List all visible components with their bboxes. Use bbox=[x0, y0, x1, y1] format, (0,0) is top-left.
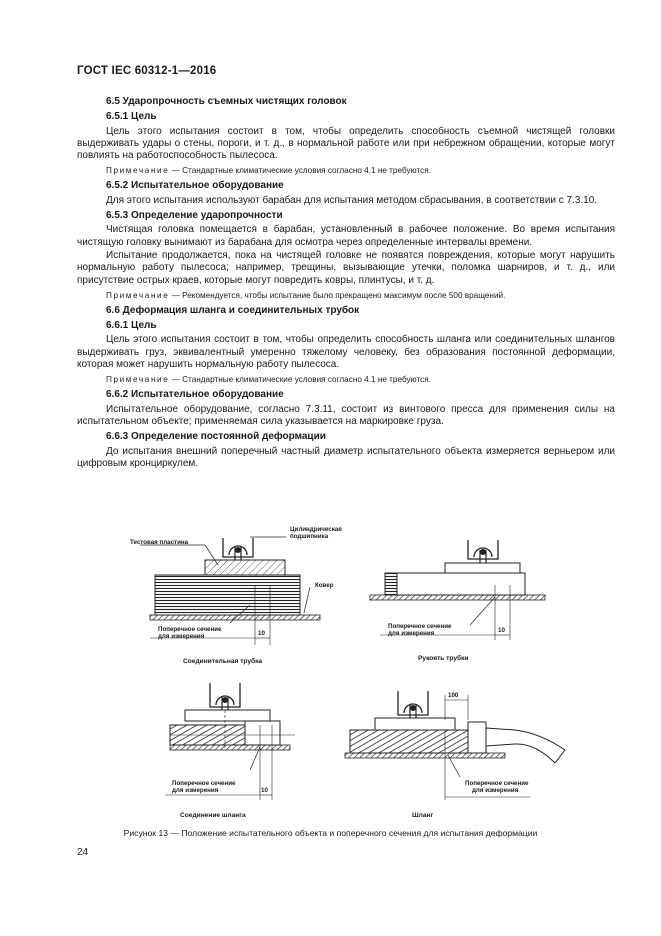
label-cross-section-1c: Поперечное сечение bbox=[172, 780, 236, 787]
title-connecting-tube: Соединительная трубка bbox=[183, 657, 262, 665]
section-heading: 6.6 Деформация шланга и соединительных т… bbox=[106, 304, 360, 316]
diagram-hose-connection: Поперечное сечение для измерения 10 Соед… bbox=[165, 683, 295, 819]
note: Примечание — Стандартные климатические у… bbox=[77, 165, 615, 176]
note-text: — Стандартные климатические условия согл… bbox=[169, 166, 431, 176]
section-heading: 6.6.3 Определение постоянной деформации bbox=[106, 431, 326, 443]
paragraph: Цель этого испытания состоит в том, чтоб… bbox=[77, 125, 615, 162]
diagram-hose: 100 Поперечное сечение для измерения Шла… bbox=[344, 691, 566, 819]
dim-10-c: 10 bbox=[261, 787, 268, 794]
label-cross-section-2a: для измерения bbox=[158, 633, 205, 640]
paragraph: Испытательное оборудование, согласно 7.3… bbox=[77, 403, 615, 427]
note-label: Примечание bbox=[106, 290, 170, 300]
note-label: Примечание bbox=[106, 375, 170, 385]
title-tube-handle: Рукоять трубки bbox=[418, 654, 468, 662]
section-heading: 6.6.1 Цель bbox=[106, 320, 157, 332]
note-text: — Рекомендуется, чтобы испытание было пр… bbox=[169, 290, 506, 300]
label-cross-section-1d: Поперечное сечение bbox=[465, 780, 529, 787]
paragraph: Для этого испытания используют барабан д… bbox=[106, 194, 598, 206]
title-hose: Шланг bbox=[412, 812, 433, 819]
diagram-tube-handle: Поперечное сечение для измерения 10 Руко… bbox=[369, 540, 546, 662]
paragraph: Цель этого испытания состоит в том, чтоб… bbox=[77, 334, 615, 371]
paragraph: Чистящая головка помещается в барабан, у… bbox=[77, 224, 615, 248]
section-heading: 6.5.2 Испытательное оборудование bbox=[106, 180, 284, 192]
label-carpet: Ковер bbox=[315, 582, 334, 589]
label-cyl-support-2: подшипника bbox=[290, 533, 329, 540]
label-test-plate: Тестовая пластина bbox=[130, 539, 189, 546]
title-hose-connection: Соединение шланга bbox=[180, 812, 246, 819]
label-cross-section-2d: для измерения bbox=[472, 787, 519, 794]
note: Примечание — Рекомендуется, чтобы испыта… bbox=[77, 290, 615, 301]
label-cross-section-2b: для измерения bbox=[388, 630, 435, 637]
label-cross-section-1a: Поперечное сечение bbox=[158, 626, 222, 633]
dim-100: 100 bbox=[448, 692, 459, 699]
page-number: 24 bbox=[77, 847, 89, 858]
section-heading: 6.5 Ударопрочность съемных чистящих голо… bbox=[106, 96, 347, 107]
figure-13: Тестовая пластина Цилиндрическая подшипн… bbox=[110, 515, 570, 825]
label-cyl-support-1: Цилиндрическая bbox=[290, 526, 342, 533]
label-cross-section-1b: Поперечное сечение bbox=[388, 623, 452, 630]
note: Примечание — Стандартные климатические у… bbox=[77, 374, 615, 385]
label-cross-section-2c: для измерения bbox=[172, 787, 219, 794]
standard-header: ГОСТ IEC 60312-1—2016 bbox=[77, 65, 217, 77]
section-heading: 6.5.3 Определение ударопрочности bbox=[106, 210, 283, 222]
note-label: Примечание bbox=[106, 166, 170, 176]
section-heading: 6.6.2 Испытательное оборудование bbox=[106, 389, 284, 401]
dim-10-b: 10 bbox=[498, 627, 505, 634]
note-text: — Стандартные климатические условия согл… bbox=[169, 375, 431, 385]
paragraph: До испытания внешний поперечный частный … bbox=[77, 445, 615, 469]
figure-caption: Рисунок 13 — Положение испытательного об… bbox=[123, 828, 538, 838]
paragraph: Испытание продолжается, пока на чистящей… bbox=[77, 249, 615, 286]
section-heading: 6.5.1 Цель bbox=[106, 111, 157, 123]
dim-10-a: 10 bbox=[258, 630, 265, 637]
body-text: 6.5 Ударопрочность съемных чистящих голо… bbox=[77, 93, 615, 471]
diagram-connecting-tube: Тестовая пластина Цилиндрическая подшипн… bbox=[130, 526, 342, 665]
